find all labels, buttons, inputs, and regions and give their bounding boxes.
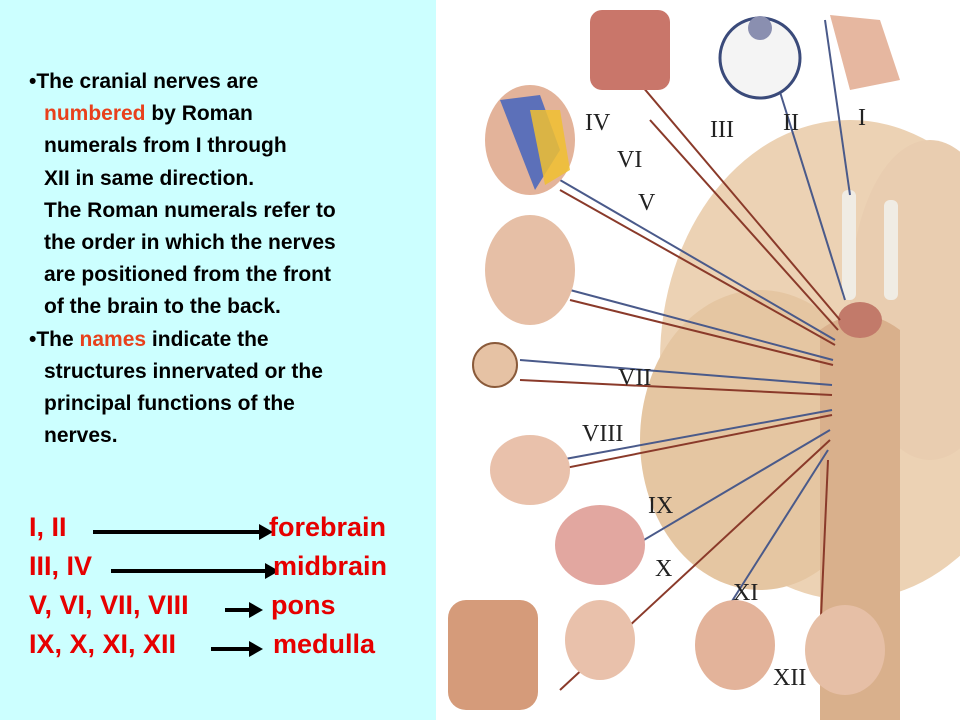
bullet-1-line-3: numerals from I through: [44, 134, 287, 158]
nerves-label: I, II: [29, 512, 67, 542]
olfactory-tract: [842, 190, 856, 300]
label-XI: XI: [733, 580, 758, 606]
intestines-icon: [448, 600, 538, 710]
nerve-region-mapping: I, II forebrain III, IV midbrain V, VI, …: [29, 512, 429, 668]
arrow-icon: [211, 641, 263, 657]
label-X: X: [655, 556, 672, 582]
bullet-1-line-6: the order in which the nerves: [44, 231, 336, 255]
nerves-label: III, IV: [29, 551, 93, 581]
label-II: II: [783, 110, 799, 136]
bullet-2-line-1: •The names indicate the: [29, 327, 269, 351]
region-label: midbrain: [273, 551, 388, 581]
mapping-row-medulla: IX, X, XI, XII medulla: [29, 629, 429, 668]
bullet-marker: •: [29, 70, 37, 93]
bullet-marker: •: [29, 327, 37, 351]
bullet-1-line-7: are positioned from the front: [44, 263, 332, 287]
head-facial-nerve-icon: [485, 215, 575, 325]
highlight-names: names: [79, 327, 147, 351]
bullet-1-line-5: The Roman numerals refer to: [44, 198, 336, 222]
bullet-1-line-4: XII in same direction.: [44, 166, 255, 190]
label-V: V: [638, 190, 656, 216]
label-VI: VI: [617, 147, 642, 173]
mapping-row-forebrain: I, II forebrain: [29, 512, 429, 551]
heart-lungs-icon: [555, 505, 645, 585]
arrow-icon: [111, 563, 279, 579]
inner-ear-icon: [472, 342, 518, 388]
bullet-1-line-8: of the brain to the back.: [44, 295, 281, 319]
bullet-2-line-4: nerves.: [44, 424, 118, 448]
pituitary-shape: [838, 302, 882, 338]
label-XII: XII: [773, 665, 806, 691]
text-panel: •The cranial nerves are numbered by Roma…: [0, 0, 436, 720]
bullet-list: •The cranial nerves are numbered by Roma…: [29, 66, 429, 452]
arrow-icon: [225, 602, 263, 618]
bullet-1-line-2: numbered by Roman: [44, 102, 253, 126]
mapping-row-midbrain: III, IV midbrain: [29, 551, 429, 590]
cranial-nerves-illustration: I II III IV V VI VII VIII IX X XI XII: [448, 10, 960, 720]
tongue-head-icon: [805, 605, 885, 695]
neck-muscles-icon: [695, 600, 775, 690]
pupil-icon: [748, 16, 772, 40]
region-label: pons: [271, 590, 336, 620]
bullet-2-line-2: structures innervated or the: [44, 359, 323, 383]
mouth-throat-icon: [490, 435, 570, 505]
face-region-shape: [530, 110, 570, 185]
label-IV: IV: [585, 110, 611, 136]
nose-icon: [830, 15, 900, 90]
nerves-label: IX, X, XI, XII: [29, 629, 177, 659]
nerve-labels: I II III IV V VI VII VIII IX X XI XII: [582, 105, 866, 691]
label-VIII: VIII: [582, 421, 623, 447]
nerves-label: V, VI, VII, VIII: [29, 590, 189, 620]
olfactory-tract: [884, 200, 898, 300]
bullet-1-line-1: •The cranial nerves are: [29, 70, 259, 93]
label-VII: VII: [618, 365, 651, 391]
label-IX: IX: [648, 493, 673, 519]
label-I: I: [858, 105, 866, 131]
bullet-2-line-3: principal functions of the: [44, 392, 295, 416]
ear-icon: [565, 600, 635, 680]
label-III: III: [710, 117, 734, 143]
orbit-muscles-icon: [590, 10, 670, 90]
arrow-icon: [93, 524, 273, 540]
diagram-panel: I II III IV V VI VII VIII IX X XI XII: [436, 0, 960, 720]
highlight-numbered: numbered: [44, 102, 146, 126]
region-label: medulla: [273, 629, 376, 659]
region-label: forebrain: [269, 512, 387, 542]
nerve-lines: [504, 19, 851, 691]
mapping-row-pons: V, VI, VII, VIII pons: [29, 590, 429, 629]
